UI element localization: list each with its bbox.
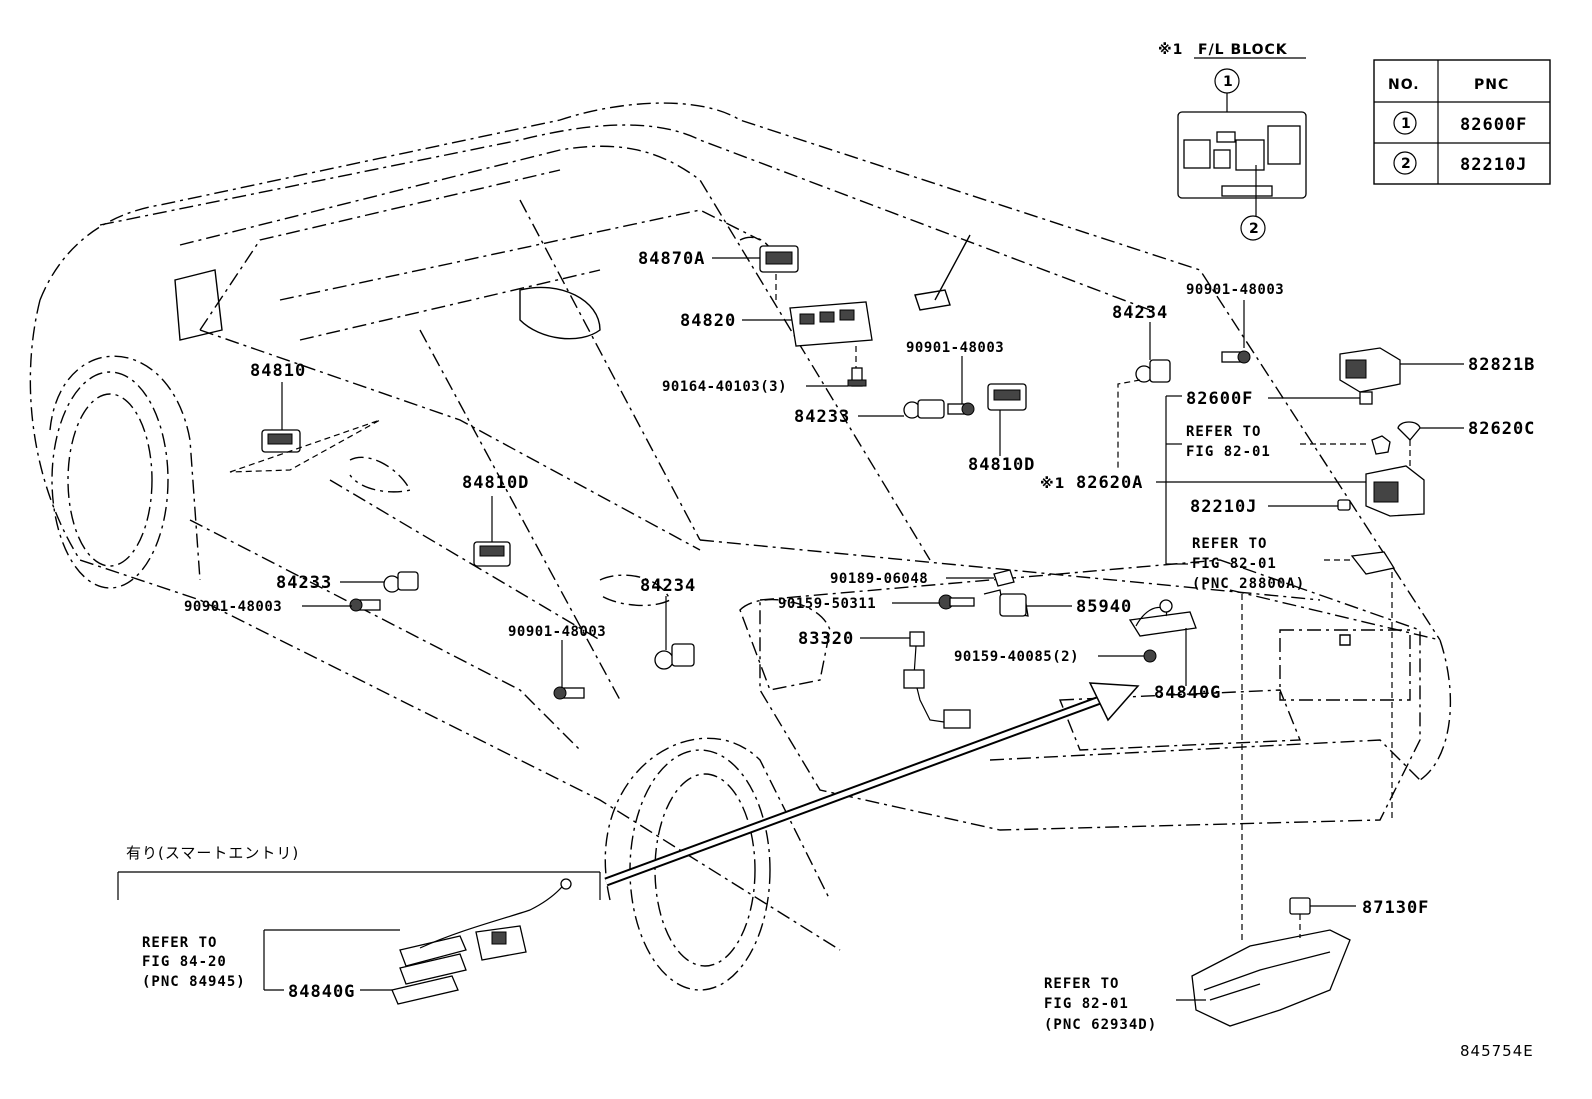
- part-84820-shape: [789, 301, 873, 347]
- refer-fig82-c-line3: (PNC 62934D): [1044, 1017, 1157, 1033]
- part-82620C-shape: [1397, 421, 1421, 441]
- pnc-table-row-1-no: 1: [1401, 116, 1412, 132]
- part-84840G-right-shape: [1128, 599, 1197, 637]
- part-84810-shape: [261, 429, 301, 453]
- refer-fig82-a-line1: REFER TO: [1186, 424, 1261, 440]
- part-87130F-shape: [1289, 897, 1311, 915]
- part-84810D-upper-shape: [987, 383, 1027, 411]
- part-90901-upper-shape: [947, 402, 975, 416]
- pnc-table-header-no: NO.: [1388, 77, 1420, 93]
- pnc-table: NO. PNC 1 82600F 2 82210J: [1373, 59, 1551, 185]
- label-84234-lower: 84234: [640, 576, 696, 596]
- refer-fig84-line1: REFER TO: [142, 935, 217, 951]
- label-90901-lower-mid: 90901-48003: [508, 624, 606, 640]
- part-84810D-mid-shape: [473, 541, 511, 567]
- leader-lines: [117, 257, 1464, 1001]
- inset-pointer-arrow: [604, 682, 1140, 887]
- part-82620A-shape: [1365, 465, 1425, 517]
- pnc-table-row-1-pnc: 82600F: [1460, 115, 1527, 135]
- label-84810-left: 84810: [250, 361, 306, 381]
- part-90164-shape: [847, 367, 867, 387]
- refer-fig84-line2: FIG 84-20: [142, 954, 227, 970]
- label-85940: 85940: [1076, 597, 1132, 617]
- refer-notes: REFER TO FIG 82-01 REFER TO FIG 82-01 (P…: [142, 424, 1305, 1033]
- fl-block-group: ※1 F/L BLOCK 1 2: [1158, 42, 1307, 241]
- fl-callout-2-label: 2: [1249, 221, 1260, 237]
- part-90189-shape: [993, 569, 1015, 587]
- part-84234-lower-shape: [654, 643, 695, 670]
- pnc-table-header-pnc: PNC: [1474, 77, 1509, 93]
- part-90901-lower-mid-shape: [553, 686, 585, 700]
- label-84820: 84820: [680, 311, 736, 331]
- figure-id: 845754E: [1460, 1042, 1534, 1060]
- label-90901-lower-left: 90901-48003: [184, 599, 282, 615]
- fl-block-mark: ※1: [1158, 42, 1183, 58]
- label-84840G-right: 84840G: [1154, 683, 1221, 703]
- refer-fig82-b-line3: (PNC 28800A): [1192, 576, 1305, 592]
- label-84840G-inset: 84840G: [288, 982, 355, 1002]
- part-83320-shape: [903, 631, 971, 729]
- part-90159-40085-shape: [1143, 649, 1157, 663]
- part-28800A-shape: [1350, 551, 1396, 575]
- part-90159-50311-shape: [938, 594, 975, 610]
- label-84810D-upper: 84810D: [968, 455, 1035, 475]
- part-90901-upper-right-shape: [1221, 350, 1251, 364]
- label-84234-upper: 84234: [1112, 303, 1168, 323]
- label-82821B: 82821B: [1468, 355, 1535, 375]
- part-84234-upper-shape: [1135, 359, 1171, 383]
- label-90159-50311: 90159-50311: [778, 596, 876, 612]
- label-84810D-mid: 84810D: [462, 473, 529, 493]
- part-84233-upper-shape: [903, 399, 945, 419]
- label-84233-lower: 84233: [276, 573, 332, 593]
- part-90901-lower-left-shape: [349, 598, 381, 612]
- part-nut-shape: [1371, 435, 1391, 455]
- label-84870A: 84870A: [638, 249, 705, 269]
- label-82620A-mark: ※1: [1040, 476, 1065, 492]
- part-62934D-shape: [1191, 929, 1351, 1027]
- pnc-table-row-2-no: 2: [1401, 156, 1412, 172]
- label-90189: 90189-06048: [830, 571, 928, 587]
- label-90901-upper-right: 90901-48003: [1186, 282, 1284, 298]
- part-85940-shape: [983, 589, 1029, 617]
- part-82210J-shape: [1337, 499, 1351, 511]
- part-84870A-shape: [759, 245, 799, 273]
- label-90901-upper-mid: 90901-48003: [906, 340, 1004, 356]
- part-84233-lower-shape: [383, 571, 419, 593]
- label-82600F: 82600F: [1186, 389, 1253, 409]
- refer-fig82-c-line1: REFER TO: [1044, 976, 1119, 992]
- refer-fig82-a-line2: FIG 82-01: [1186, 444, 1271, 460]
- refer-fig82-b-line1: REFER TO: [1192, 536, 1267, 552]
- part-82821B-shape: [1339, 347, 1401, 393]
- label-82210J: 82210J: [1190, 497, 1257, 517]
- fl-callout-2: [1240, 215, 1266, 241]
- pnc-table-row-2-pnc: 82210J: [1460, 155, 1527, 175]
- fl-block-title: F/L BLOCK: [1198, 42, 1288, 58]
- refer-fig82-b-line2: FIG 82-01: [1192, 556, 1277, 572]
- inset-antenna-shape: [391, 878, 572, 1005]
- refer-fig84-line3: (PNC 84945): [142, 974, 246, 990]
- label-90164: 90164-40103(3): [662, 379, 787, 395]
- part-labels: 84870A 84820 84810 90164-40103(3) 84233 …: [184, 249, 1535, 1002]
- car-body-outline: [29, 102, 1452, 991]
- refer-fig82-c-line2: FIG 82-01: [1044, 996, 1129, 1012]
- inset-title: 有り(スマートエントリ): [126, 844, 299, 862]
- part-shapes: [261, 245, 1425, 1027]
- part-82600F-shape: [1359, 391, 1373, 405]
- label-82620A: 82620A: [1076, 473, 1143, 493]
- label-87130F: 87130F: [1362, 898, 1429, 918]
- label-83320: 83320: [798, 629, 854, 649]
- label-82620C: 82620C: [1468, 419, 1535, 439]
- fl-callout-1-label: 1: [1223, 74, 1234, 90]
- label-84233-upper: 84233: [794, 407, 850, 427]
- label-90159-40085: 90159-40085(2): [954, 649, 1079, 665]
